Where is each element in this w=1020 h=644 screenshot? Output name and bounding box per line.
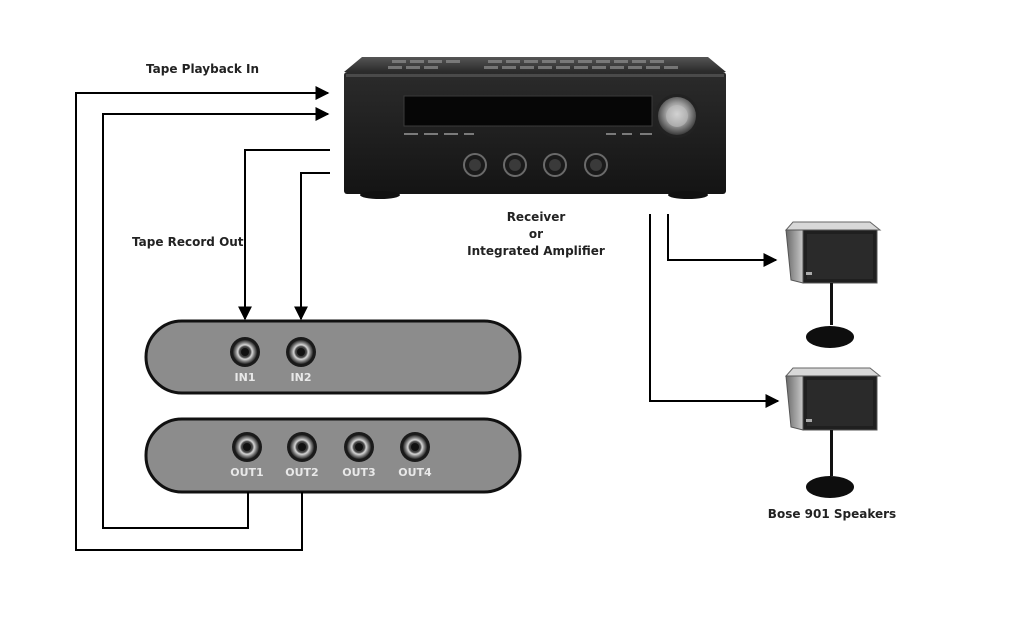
bose-901-speaker-bottom <box>784 367 882 498</box>
output-jack-3: OUT3 <box>342 432 376 479</box>
output-jack-1-label: OUT1 <box>230 466 263 479</box>
tape-record-wire-1 <box>238 149 330 321</box>
output-jack-2: OUT2 <box>285 432 319 479</box>
wires <box>75 86 780 551</box>
control-knobs <box>463 153 608 177</box>
tape-playback-in-label: Tape Playback In <box>146 62 259 76</box>
output-jack-3-label: OUT3 <box>342 466 375 479</box>
input-jack-2-label: IN2 <box>291 371 312 384</box>
input-switch-box <box>144 319 522 395</box>
tape-playback-wire-1 <box>102 107 330 529</box>
speakers-label: Bose 901 Speakers <box>768 507 896 521</box>
output-jack-2-label: OUT2 <box>285 466 318 479</box>
tape-record-wire-2 <box>294 172 330 321</box>
output-jack-4: OUT4 <box>398 432 432 479</box>
receiver-label-line2: or <box>529 227 543 241</box>
speaker-wire-2 <box>649 214 780 408</box>
output-jack-4-label: OUT4 <box>398 466 432 479</box>
receiver-label-line3: Integrated Amplifier <box>467 244 605 258</box>
volume-knob <box>655 94 699 138</box>
speaker-wire-1 <box>667 214 778 267</box>
bose-901-speaker-top <box>784 221 882 348</box>
input-jack-1: IN1 <box>230 337 260 384</box>
receiver-label-line1: Receiver <box>507 210 566 224</box>
output-jack-1: OUT1 <box>230 432 264 479</box>
input-jack-1-label: IN1 <box>235 371 256 384</box>
receiver-amplifier <box>344 57 726 199</box>
tape-playback-wire-2 <box>75 86 330 551</box>
tape-record-out-label: Tape Record Out <box>132 235 244 249</box>
output-switch-box <box>144 417 522 494</box>
input-jack-2: IN2 <box>286 337 316 384</box>
